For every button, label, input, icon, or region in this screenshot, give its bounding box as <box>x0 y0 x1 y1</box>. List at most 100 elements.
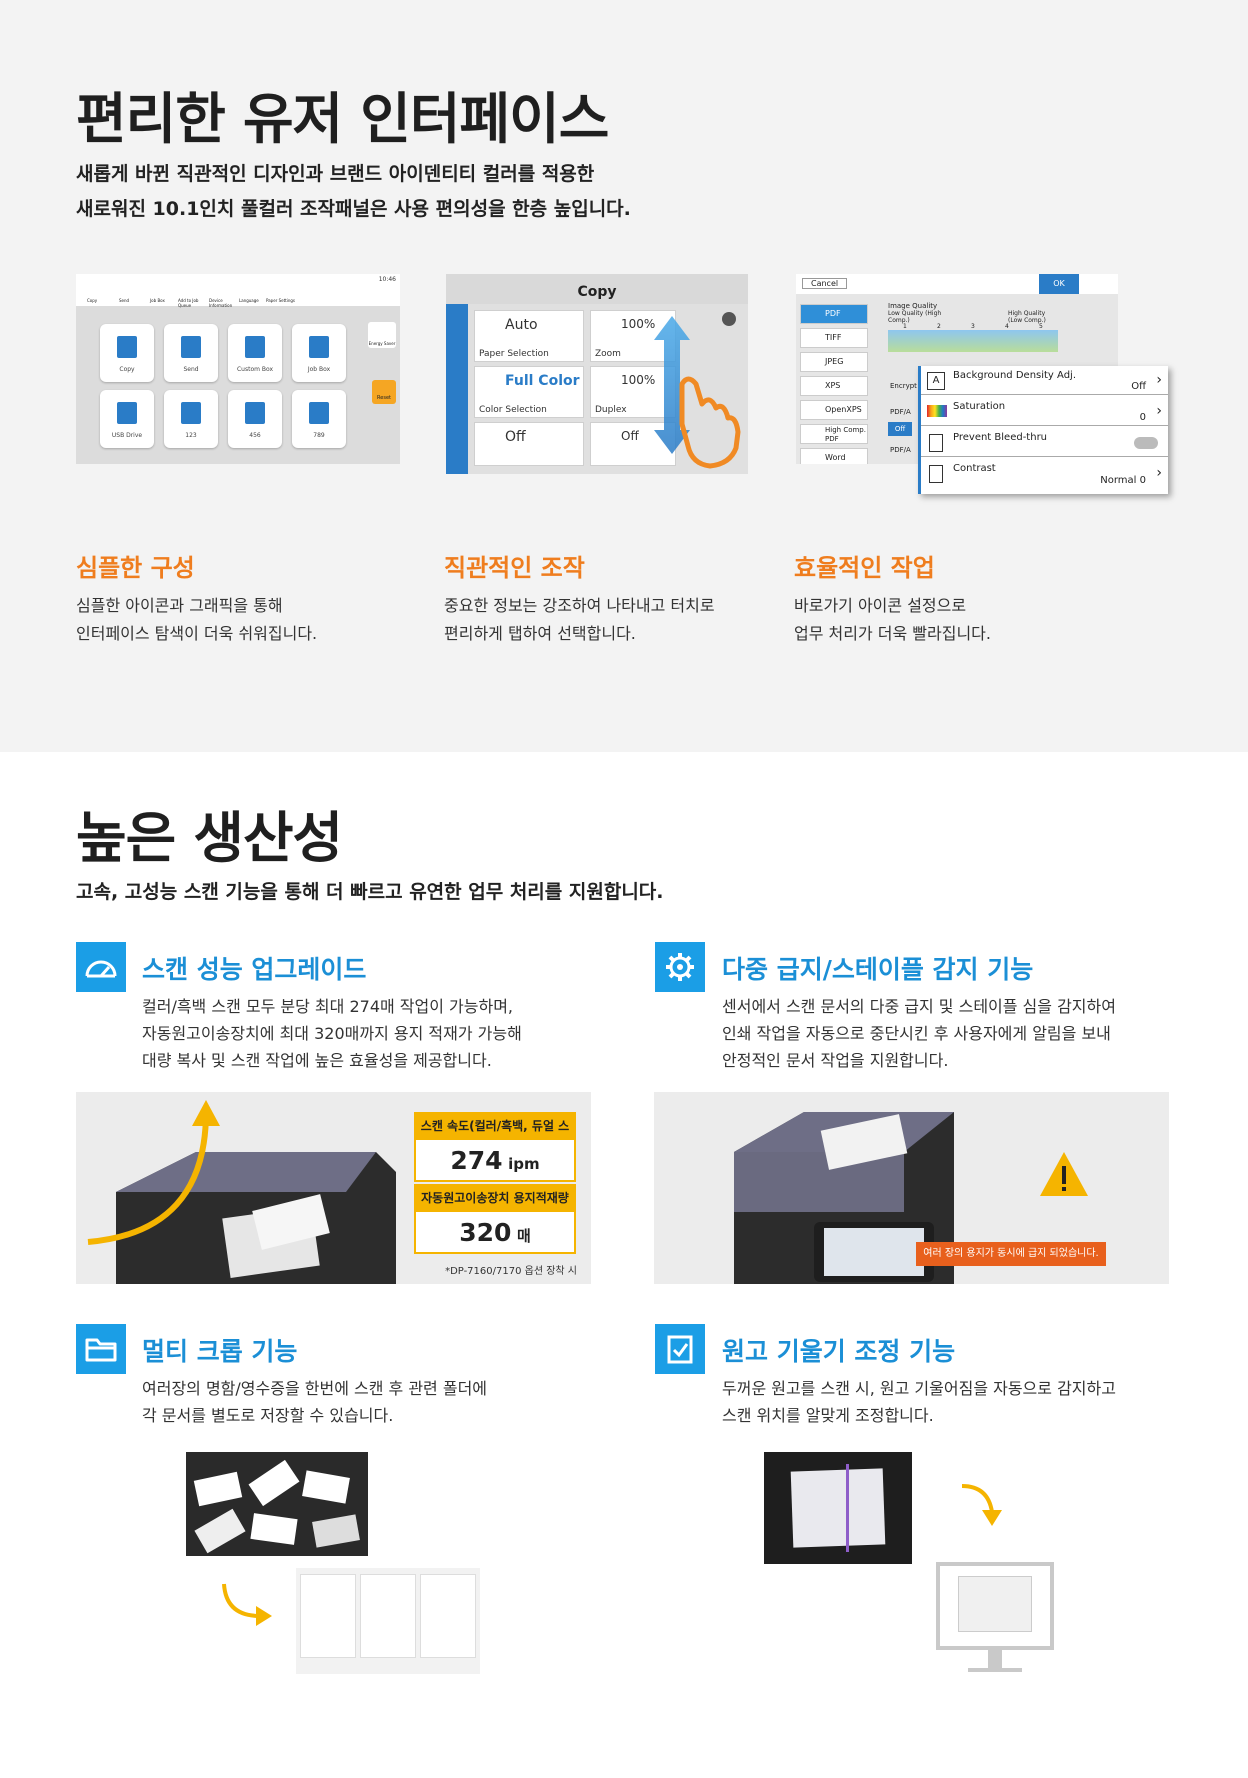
usb-icon <box>117 402 137 424</box>
tile-job-box[interactable] <box>292 324 346 382</box>
tile-label: Custom Box <box>236 366 274 373</box>
scan-upgrade-line2: 자동원고이송장치에 최대 320매까지 용지 적재가 가능해 <box>142 1024 522 1043</box>
cropped-card <box>300 1574 356 1658</box>
monitor-base <box>968 1668 1022 1672</box>
saturation-icon <box>927 405 947 417</box>
speedometer-icon <box>76 942 126 992</box>
tile-label: USB Drive <box>111 432 143 439</box>
multifeed-alert: 여러 장의 용지가 동시에 급지 되었습니다. <box>916 1242 1106 1266</box>
skew-title: 원고 기울기 조정 기능 <box>722 1337 956 1366</box>
adf-capacity-value: 320 <box>459 1218 512 1247</box>
cropped-card <box>420 1574 476 1658</box>
copy-screen-side-tab[interactable] <box>446 304 468 474</box>
multifeed-line3: 안정적인 문서 작업을 지원합니다. <box>722 1051 949 1070</box>
chevron-right-icon: › <box>1156 403 1162 419</box>
high-quality-label: High Quality (Low Comp.) <box>1008 310 1046 324</box>
topbar-send[interactable]: Send <box>119 298 130 303</box>
shortcut-icon <box>309 402 329 424</box>
bleed-toggle[interactable] <box>1134 437 1158 449</box>
multicrop-line1: 여러장의 명함/영수증을 한번에 스캔 후 관련 폴더에 <box>142 1379 488 1398</box>
copy-icon <box>117 336 137 358</box>
checklist-icon <box>655 1324 705 1374</box>
curved-arrow-icon <box>222 1583 272 1626</box>
mfp-illustration <box>734 1112 1088 1284</box>
scanner-image-panel: 스캔 속도(컬러/흑백, 듀얼 스캔) 274 ipm 자동원고이송장치 용지적… <box>76 1092 591 1284</box>
tile-usb[interactable] <box>100 390 154 448</box>
format-jpeg[interactable]: JPEG <box>800 352 868 372</box>
business-card <box>250 1513 298 1545</box>
tile-copy[interactable] <box>100 324 154 382</box>
tile-label: Copy <box>119 366 135 373</box>
paper-selection-cell[interactable]: Auto Paper Selection <box>474 310 584 362</box>
home-time: 10:46 <box>378 276 396 283</box>
duplex-cell[interactable]: 100% Duplex <box>590 366 676 418</box>
option-cell[interactable]: Off <box>474 422 584 466</box>
topbar-device-info[interactable]: Device Information <box>209 298 233 308</box>
contrast-icon <box>929 465 943 483</box>
feature1-line1: 심플한 아이콘과 그래픽을 통해 <box>76 596 283 615</box>
swipe-gesture-graphic <box>654 316 741 469</box>
tile-label: 123 <box>185 432 197 439</box>
job-box-icon <box>309 336 329 358</box>
pdfa-off-button[interactable]: Off <box>888 422 912 436</box>
adf-capacity-box: 320 매 <box>414 1210 576 1254</box>
tile-send[interactable] <box>164 324 218 382</box>
chevron-right-icon: › <box>1156 372 1162 388</box>
image-quality-label: Image Quality <box>888 302 938 310</box>
ok-button[interactable]: OK <box>1039 274 1079 294</box>
scan-upgrade-line1: 컬러/흑백 스캔 모두 분당 최대 274매 작업이 가능하며, <box>142 997 514 1016</box>
feature3-line1: 바로가기 아이콘 설정으로 <box>794 596 967 615</box>
pdfa2-label: PDF/A <box>890 446 911 454</box>
tile-label: Job Box <box>307 366 331 373</box>
row-prevent-bleed[interactable]: Prevent Bleed-thru <box>921 428 1168 457</box>
format-high-comp-pdf[interactable]: High Comp. PDF <box>800 424 868 444</box>
reset-button[interactable]: Reset <box>372 380 396 404</box>
section1-title: 편리한 유저 인터페이스 <box>76 87 609 151</box>
cropped-card <box>360 1574 416 1658</box>
feature2-line1: 중요한 정보는 강조하여 나타내고 터치로 <box>444 596 715 615</box>
pdfa-label: PDF/A <box>890 408 911 416</box>
scan-speed-box: 274 ipm <box>414 1138 576 1182</box>
topbar-copy[interactable]: Copy <box>87 298 98 303</box>
scroll-up-icon[interactable] <box>722 312 736 326</box>
adf-capacity-unit: 매 <box>516 1227 531 1245</box>
row-background-density[interactable]: A Background Density Adj. Off › <box>921 366 1168 395</box>
tile-123[interactable] <box>164 390 218 448</box>
format-screen-header: Cancel OK <box>796 274 1118 294</box>
format-tiff[interactable]: TIFF <box>800 328 868 348</box>
tile-456[interactable] <box>228 390 282 448</box>
curved-arrow-icon <box>961 1484 1002 1526</box>
color-selection-cell[interactable]: Full Color Color Selection <box>474 366 584 418</box>
business-card <box>248 1459 300 1507</box>
quality-slider[interactable] <box>888 330 1058 352</box>
topbar-language[interactable]: Language <box>239 298 259 303</box>
scan-line <box>846 1464 849 1552</box>
scan-speed-value: 274 <box>450 1146 503 1175</box>
energy-saver-button[interactable]: Energy Saver <box>368 322 396 348</box>
tile-label: 789 <box>313 432 325 439</box>
tile-custom-box[interactable] <box>228 324 282 382</box>
business-card <box>194 1508 246 1554</box>
encrypt-label: Encrypt <box>890 382 917 390</box>
format-pdf[interactable]: PDF <box>800 304 868 324</box>
tile-label: 456 <box>249 432 261 439</box>
gear-icon <box>655 942 705 992</box>
row-contrast[interactable]: Contrast Normal 0 › <box>921 459 1168 488</box>
topbar-add-job-queue[interactable]: Add to Job Queue <box>178 298 199 308</box>
option-cell[interactable]: Off <box>590 422 676 466</box>
tile-789[interactable] <box>292 390 346 448</box>
multifeed-image-panel: 여러 장의 용지가 동시에 급지 되었습니다. <box>654 1092 1169 1284</box>
feature2-line2: 편리하게 탭하여 선택합니다. <box>444 624 636 643</box>
topbar-job-box[interactable]: Job Box <box>150 298 165 303</box>
multicrop-title: 멀티 크롭 기능 <box>142 1337 298 1366</box>
topbar-paper-settings[interactable]: Paper Settings <box>266 298 296 303</box>
format-word[interactable]: Word <box>800 448 868 464</box>
cancel-button[interactable]: Cancel <box>802 278 848 289</box>
home-topbar: 10:46 Copy Send Job Box Add to Job Queue… <box>76 274 400 308</box>
format-xps[interactable]: XPS <box>800 376 868 396</box>
format-openxps[interactable]: OpenXPS <box>800 400 868 420</box>
scanner-illustration <box>87 1100 396 1284</box>
section2-lead: 고속, 고성능 스캔 기능을 통해 더 빠르고 유연한 업무 처리를 지원합니다… <box>76 881 664 903</box>
row-saturation[interactable]: Saturation 0 › <box>921 397 1168 426</box>
scan-speed-label: 스캔 속도(컬러/흑백, 듀얼 스캔) <box>414 1112 576 1161</box>
